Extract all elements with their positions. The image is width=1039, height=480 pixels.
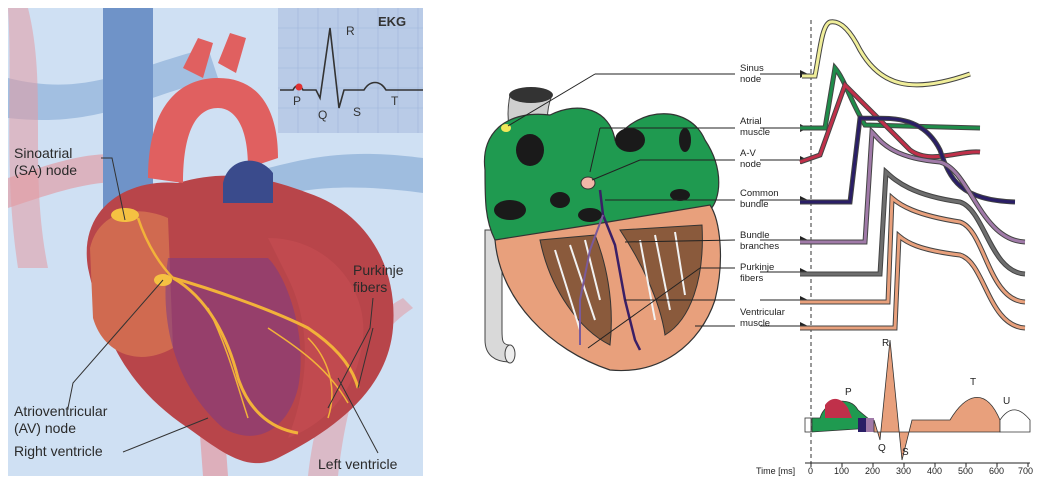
ecg-wave-p: P — [845, 387, 852, 398]
label-bundle-branches: Bundle branches — [740, 231, 779, 252]
ecg-wave-r: R — [882, 338, 889, 349]
ekg-label-q: Q — [318, 108, 327, 122]
label-ventricular-muscle: Ventricular muscle — [740, 308, 785, 329]
ekg-label-r: R — [346, 24, 355, 38]
ekg-label-s: S — [353, 105, 361, 119]
ecg-wave-u: U — [1003, 396, 1010, 407]
time-tick-400: 400 — [927, 466, 942, 476]
label-purkinje-fibers-right: Purkinje fibers — [740, 263, 774, 284]
label-av-node: Atrioventricular (AV) node — [14, 403, 107, 437]
ecg-wave-t: T — [970, 377, 976, 388]
time-tick-0: 0 — [808, 466, 813, 476]
label-sa-node: Sinoatrial (SA) node — [14, 145, 77, 179]
time-tick-600: 600 — [989, 466, 1004, 476]
time-tick-100: 100 — [834, 466, 849, 476]
label-purkinje-fibers: Purkinje fibers — [353, 262, 404, 296]
label-sinus-node: Sinus node — [740, 64, 764, 85]
conduction-diagram-panel: Sinus node Atrial muscle A-V node Common… — [440, 0, 1039, 480]
heart-illustration-panel: EKG P Q R S T Sinoatrial (SA) node Atrio… — [8, 8, 423, 476]
label-left-ventricle: Left ventricle — [318, 456, 397, 473]
ekg-label-p: P — [293, 94, 301, 108]
time-axis-label: Time [ms] — [756, 466, 795, 476]
time-tick-300: 300 — [896, 466, 911, 476]
ekg-title: EKG — [378, 14, 406, 29]
label-right-ventricle: Right ventricle — [14, 443, 103, 460]
label-atrial-muscle: Atrial muscle — [740, 117, 770, 138]
label-av-node-right: A-V node — [740, 149, 761, 170]
time-tick-700: 700 — [1018, 466, 1033, 476]
label-common-bundle: Common bundle — [740, 189, 779, 210]
ekg-label-t: T — [391, 94, 398, 108]
time-tick-200: 200 — [865, 466, 880, 476]
ecg-wave-s: S — [902, 447, 909, 458]
time-tick-500: 500 — [958, 466, 973, 476]
ecg-wave-q: Q — [878, 443, 886, 454]
